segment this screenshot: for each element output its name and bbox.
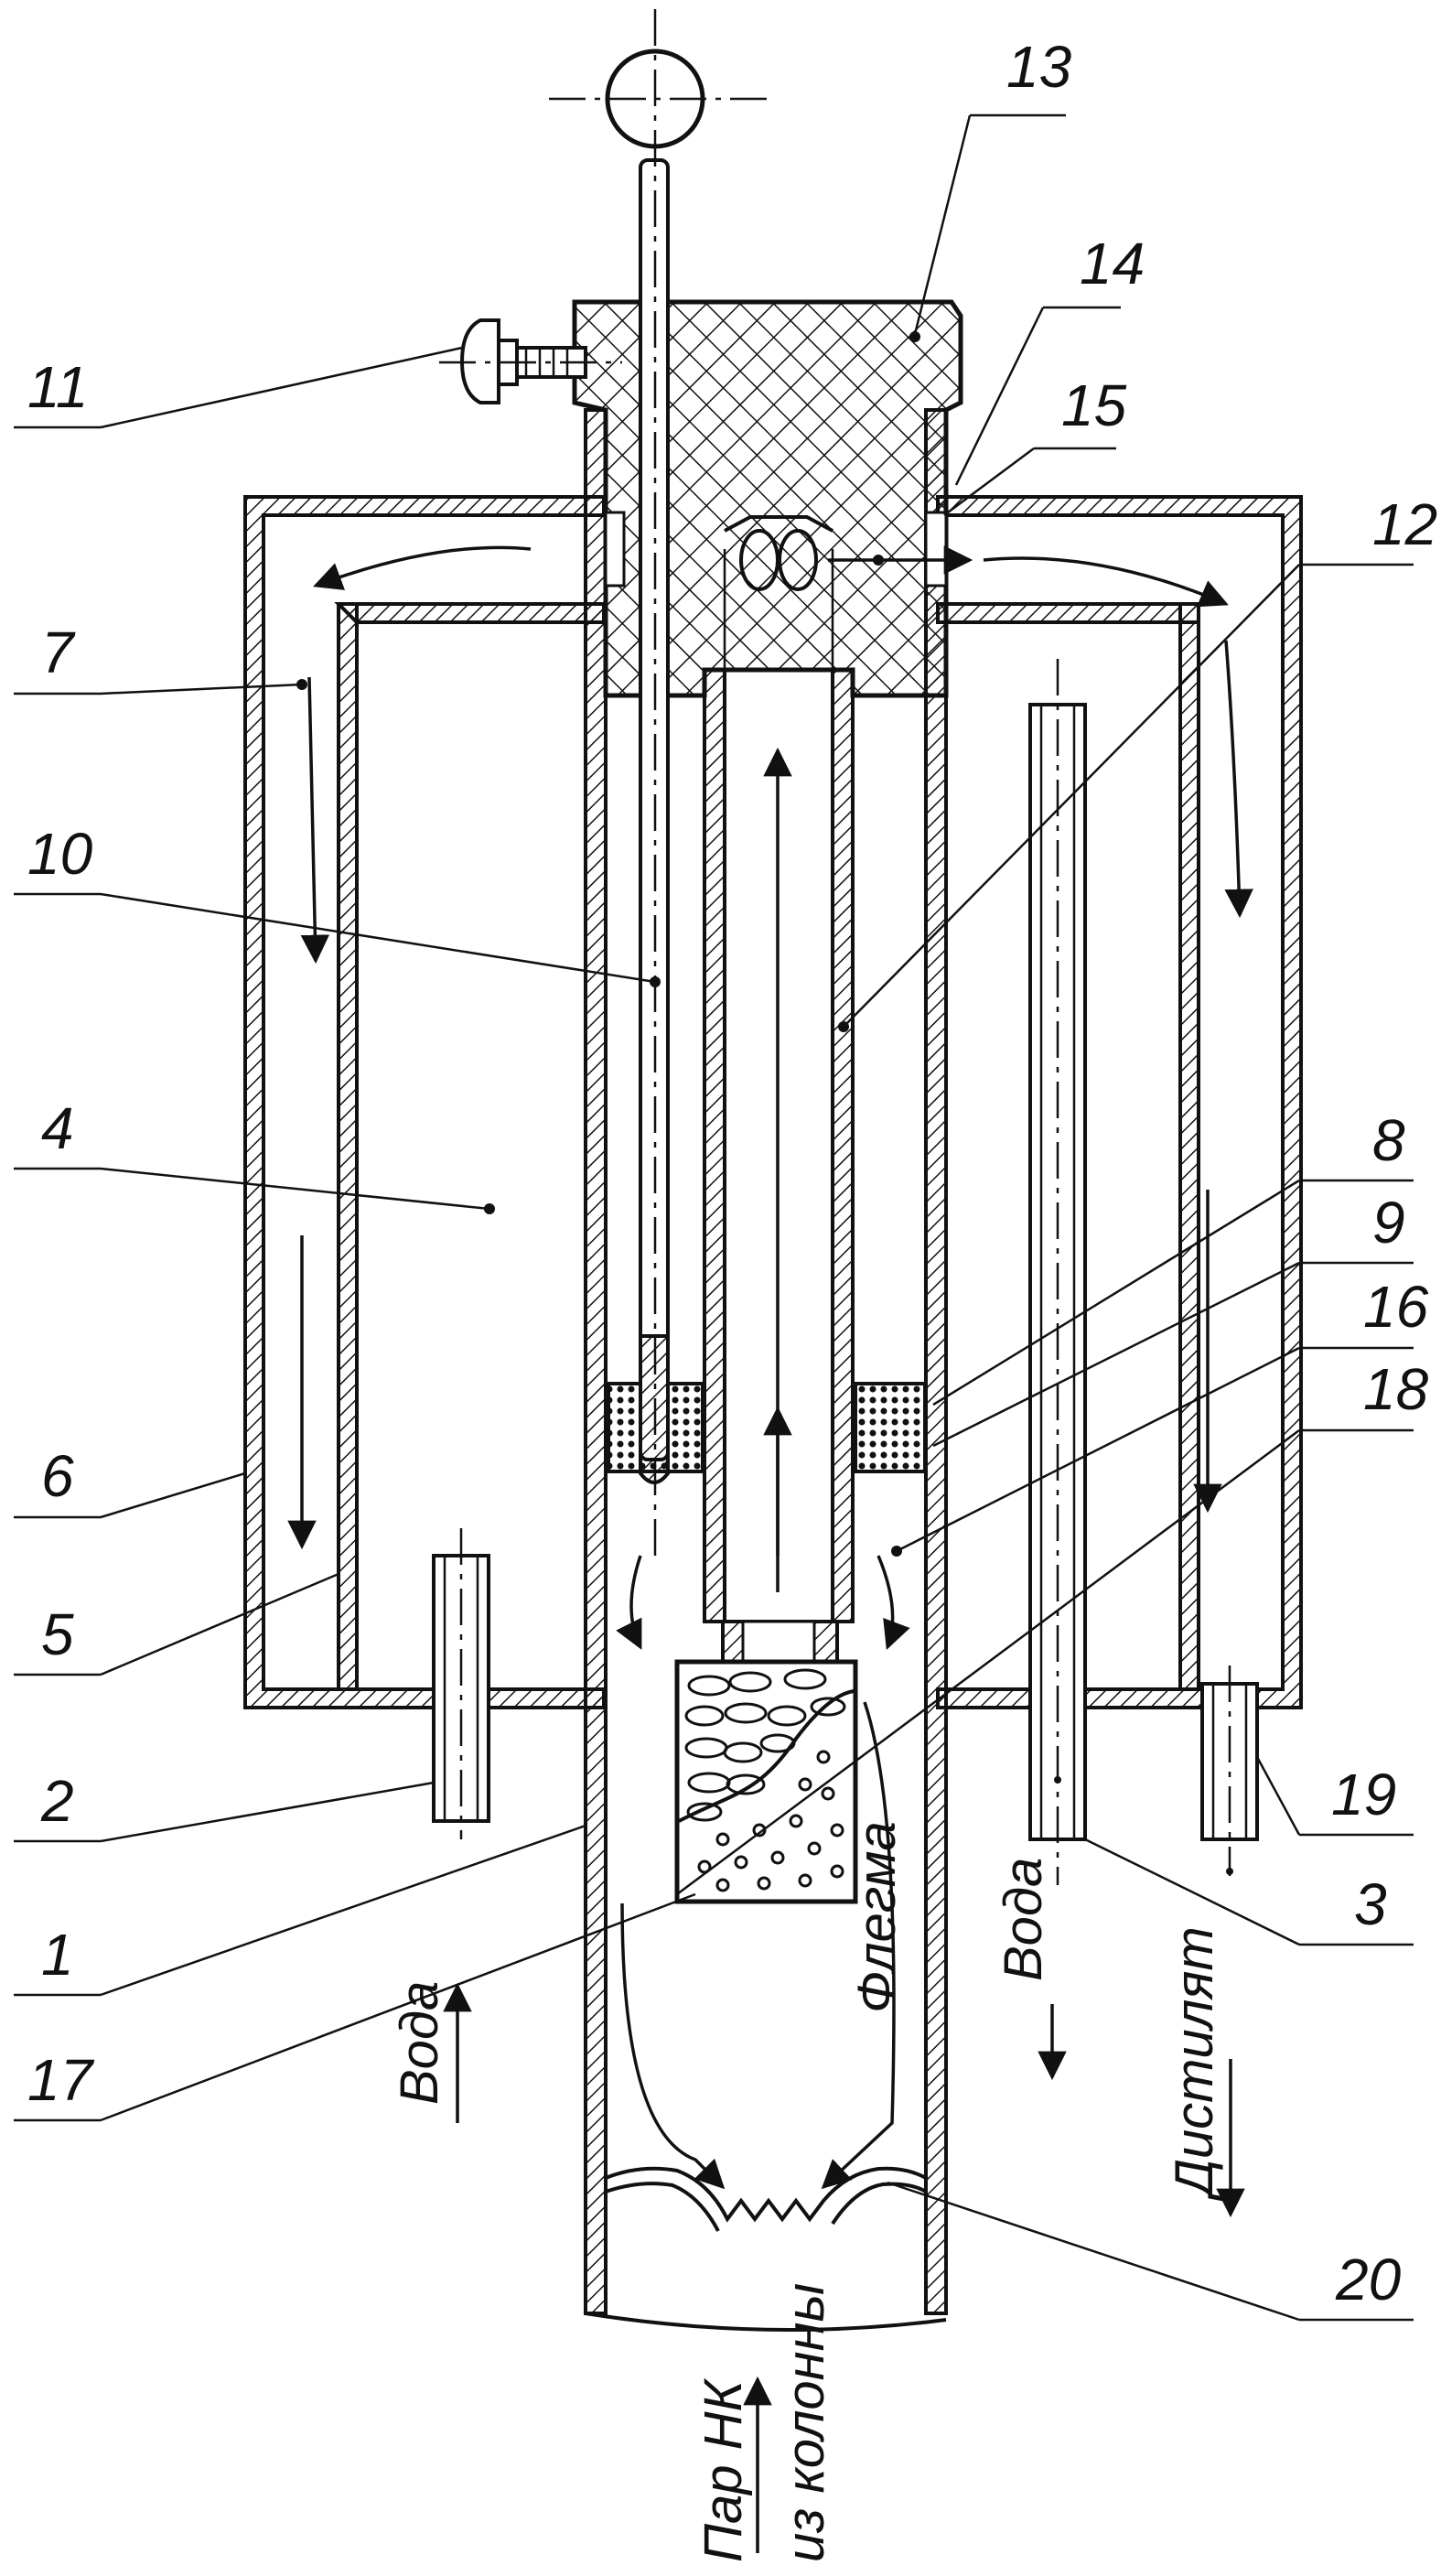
part-label-3: 3 [1354, 1871, 1387, 1937]
part-label-9: 9 [1372, 1190, 1405, 1256]
water-in-label: Вода [390, 1981, 449, 2105]
vapor-label-line2: из колонны [776, 2283, 835, 2562]
water-out-label: Вода [994, 1858, 1053, 1981]
water-inlet-nozzle [434, 1528, 489, 1839]
part-label-1: 1 [41, 1922, 74, 1988]
part-label-5: 5 [41, 1601, 74, 1667]
flow-labels: Вода Флегма Вода Дистилят Пар НК из коло… [390, 1821, 1224, 2562]
reflux-label: Флегма [847, 1821, 907, 2013]
bottom-cone [606, 2169, 926, 2231]
part-label-17: 17 [27, 2047, 95, 2113]
distillate-label: Дистилят [1165, 1926, 1224, 2202]
part-label-11: 11 [27, 354, 88, 420]
water-outlet-pipe [1030, 659, 1085, 1885]
outer-jacket [245, 497, 1301, 1708]
part-label-10: 10 [27, 821, 93, 887]
vapor-label-line1: Пар НК [694, 2377, 753, 2562]
distillate-nozzle [1202, 1665, 1257, 1876]
thermometer [549, 9, 769, 1556]
part-label-2: 2 [40, 1768, 74, 1834]
part-label-13: 13 [1006, 34, 1072, 100]
part-label-8: 8 [1372, 1107, 1405, 1173]
part-label-7: 7 [41, 620, 76, 685]
part-label-14: 14 [1080, 231, 1145, 296]
part-label-6: 6 [41, 1443, 74, 1509]
part-label-19: 19 [1331, 1762, 1396, 1827]
part-label-4: 4 [41, 1095, 74, 1161]
plug [575, 302, 961, 695]
part-label-20: 20 [1335, 2247, 1402, 2312]
part-label-18: 18 [1363, 1356, 1429, 1422]
part-label-15: 15 [1061, 372, 1127, 438]
part-label-16: 16 [1363, 1274, 1429, 1340]
part-label-12: 12 [1372, 491, 1437, 557]
